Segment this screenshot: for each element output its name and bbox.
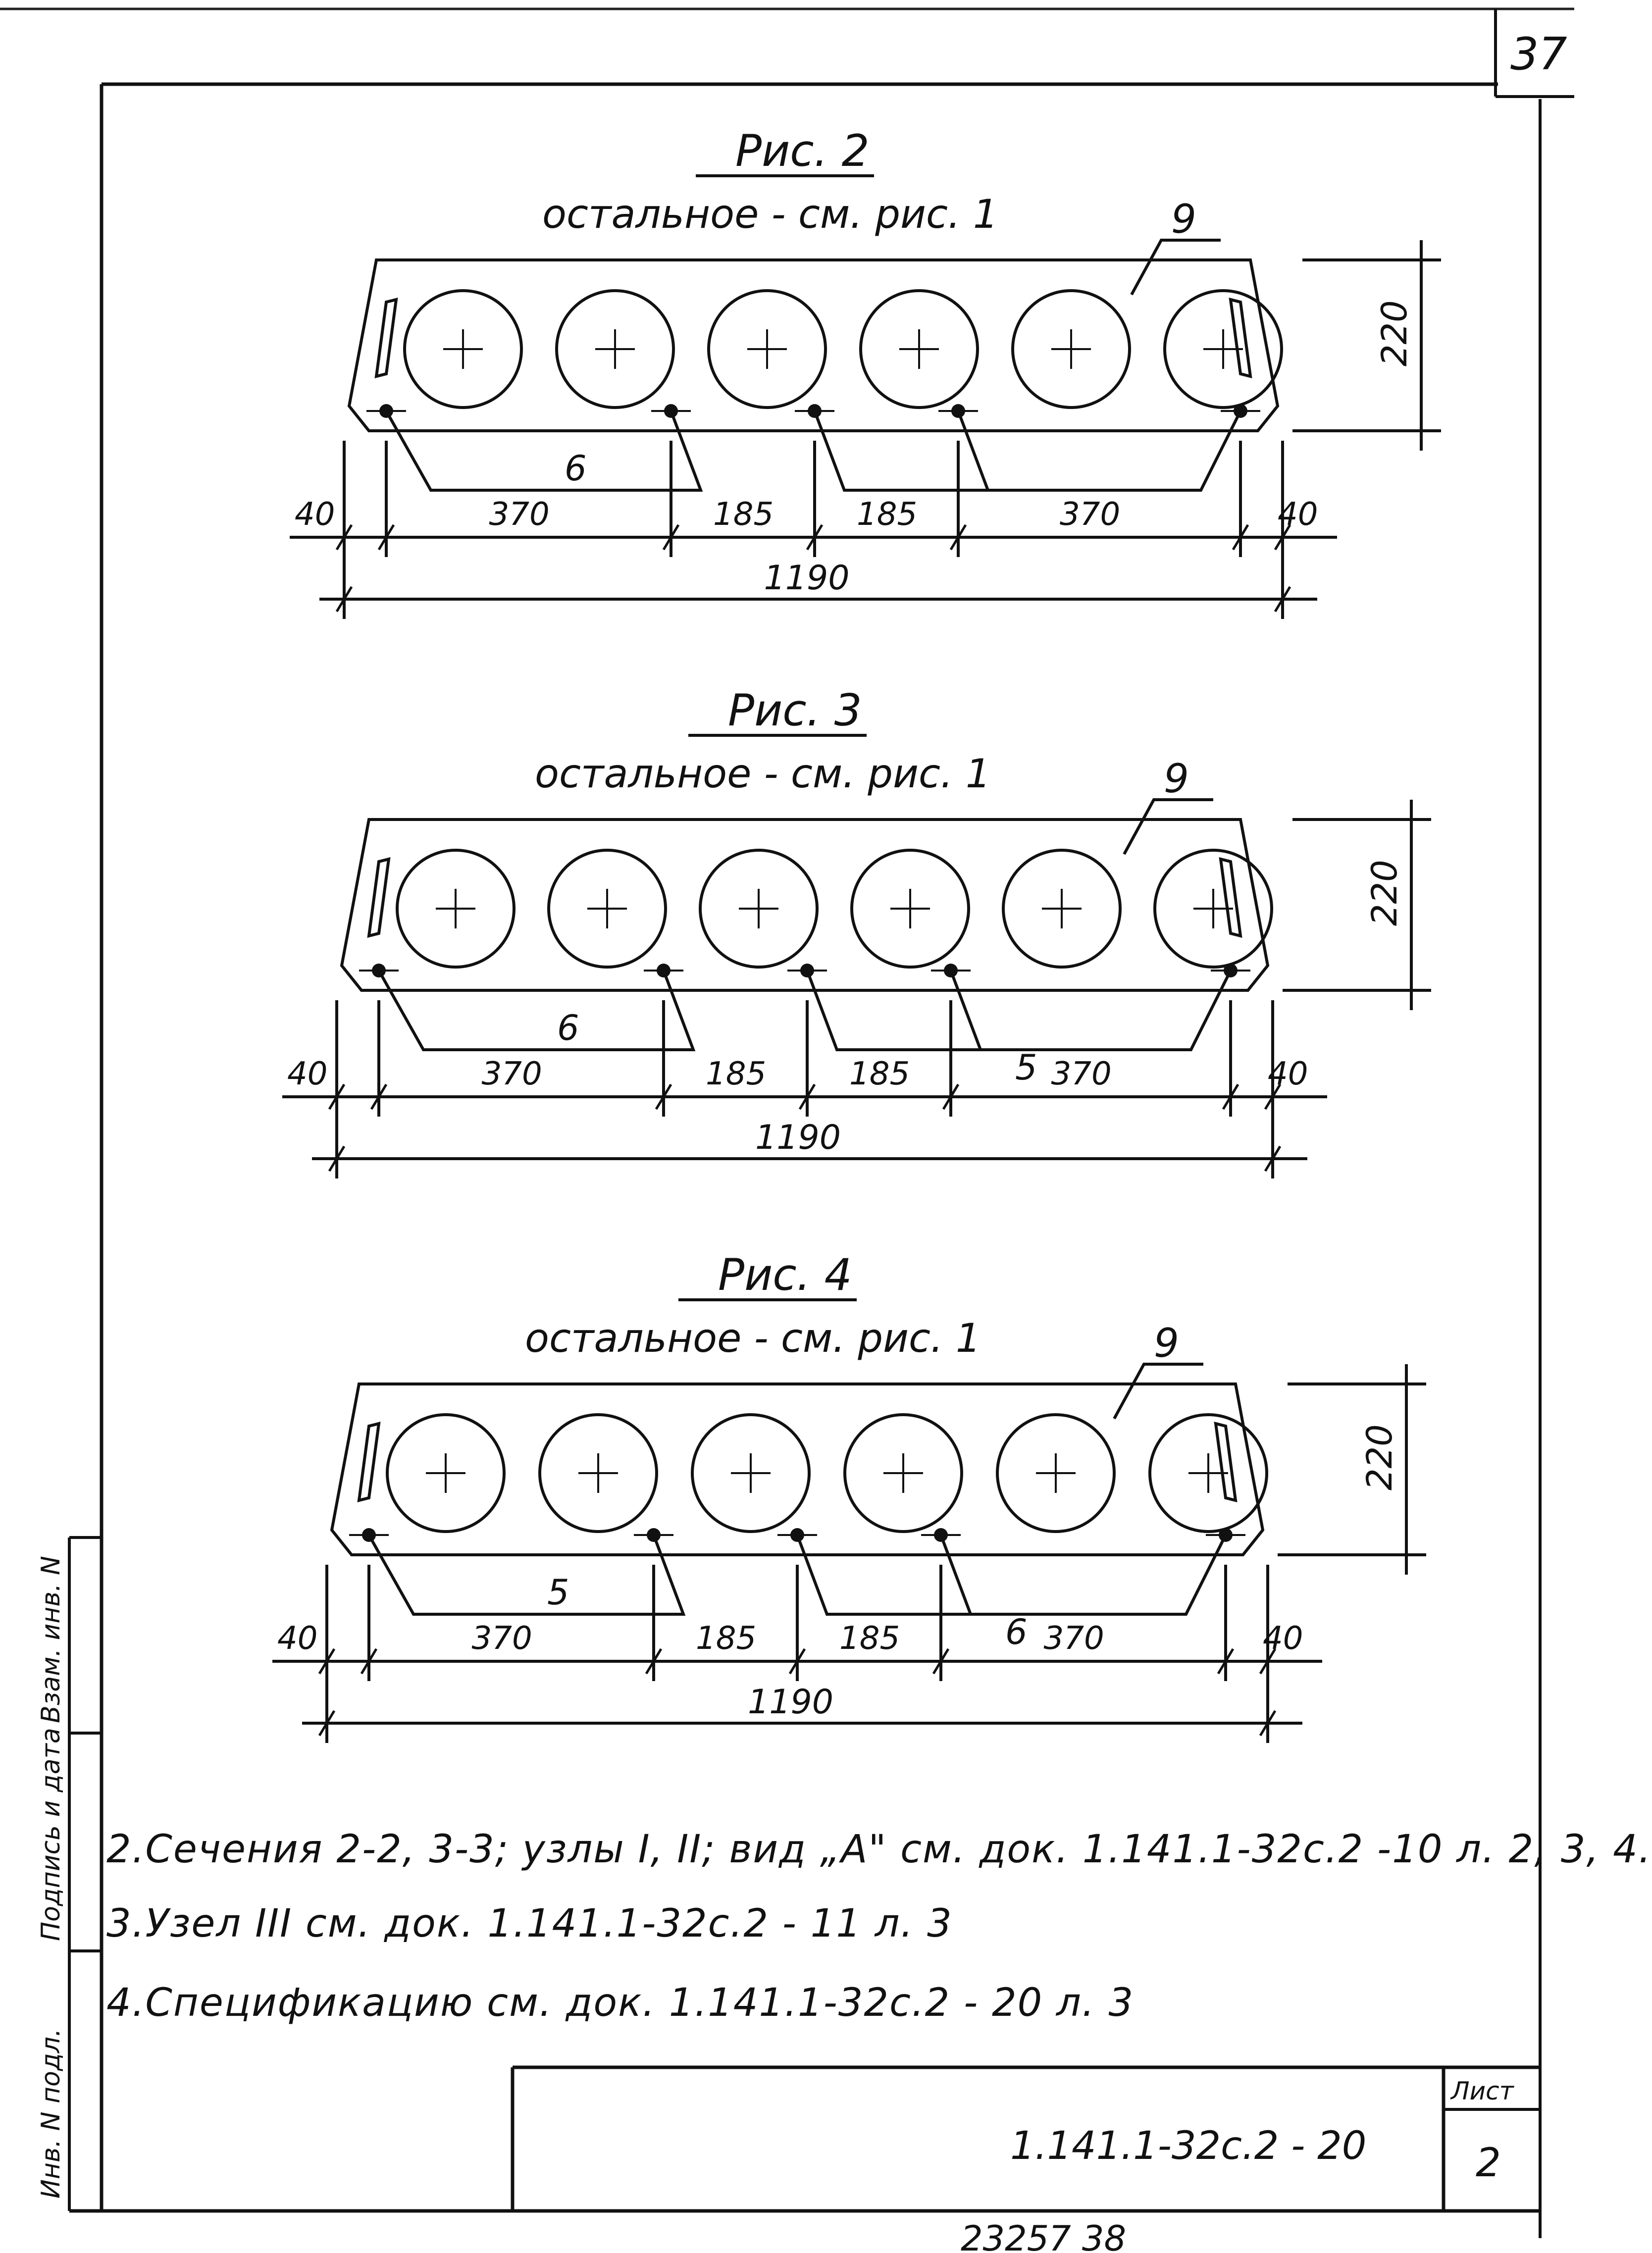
slab-section-outline (347, 258, 1280, 432)
slab-section-outline (340, 818, 1270, 992)
figure-title: Рис. 3 (728, 685, 862, 736)
void-circle (1148, 1413, 1268, 1533)
void-circle (843, 1413, 963, 1533)
dimension-label: 185 (849, 1056, 910, 1092)
void-circle (403, 289, 523, 409)
void-circle (699, 849, 819, 969)
sheet-frame (69, 82, 1542, 2238)
void-circle (1163, 289, 1283, 409)
void-circle (1011, 289, 1131, 409)
void-circle (555, 289, 675, 409)
figure-title: Рис. 2 (735, 125, 870, 176)
callout-left: 5 (547, 1572, 569, 1613)
dimension-label: 40 (295, 496, 335, 533)
figure-3: Рис. 3 остальное - см. рис. 1 6 5 9 220 40 370 1… (282, 685, 1431, 1178)
dimension-label: 185 (696, 1620, 756, 1657)
drawing-sheet: 37 Взам. инв. N Подпись и дата Инв. N по… (0, 7, 1574, 2253)
callout-top: 9 (1171, 196, 1196, 242)
note-2: 2.Сечения 2-2, 3-3; узлы I, II; вид „А" … (106, 1827, 1652, 1872)
height-dimension: 220 (1364, 860, 1405, 926)
callout-left: 6 (565, 448, 587, 489)
archive-numbers: 23257 38 (961, 2218, 1126, 2253)
note-4: 4.Спецификацию см. док. 1.141.1-32с.2 - … (106, 1981, 1135, 2025)
dimension-label: 185 (839, 1620, 900, 1657)
void-circle (547, 849, 667, 969)
callout-right: 6 (1005, 1612, 1028, 1652)
figure-subtitle: остальное - см. рис. 1 (525, 1315, 981, 1361)
corner-number-box: 37 (1494, 9, 1574, 98)
dimension-label: 370 (482, 1056, 542, 1092)
figures-group: Рис. 2 остальное - см. рис. 1 6 9 220 40 370 18… (272, 125, 1441, 1743)
void-circle (1002, 849, 1122, 969)
figure-subtitle: остальное - см. рис. 1 (535, 751, 991, 797)
void-circle (396, 849, 516, 969)
callout-top: 9 (1154, 1320, 1179, 1366)
callout-left: 6 (557, 1008, 579, 1048)
callout-right: 5 (1015, 1047, 1037, 1088)
dimension-label: 185 (713, 496, 774, 533)
note-3: 3.Узел III см. док. 1.141.1-32с.2 - 11 л… (106, 1901, 953, 1946)
stamp-podpis-label: Подпись и дата (36, 1728, 66, 1941)
dimension-label: 370 (1044, 1620, 1104, 1657)
title-block: Лист 2 1.141.1-32с.2 - 20 (511, 2065, 1540, 2211)
figure-subtitle: остальное - см. рис. 1 (542, 191, 998, 237)
dimension-label: 370 (1060, 496, 1120, 533)
dimension-label: 40 (1263, 1620, 1303, 1657)
figure-4: Рис. 4 остальное - см. рис. 1 5 6 9 220 40 370 1… (272, 1249, 1426, 1743)
void-circle (859, 289, 979, 409)
void-circle (850, 849, 970, 969)
dimension-label: 370 (489, 496, 550, 533)
dimension-label: 185 (706, 1056, 766, 1092)
void-circle (1153, 849, 1273, 969)
figure-2: Рис. 2 остальное - см. рис. 1 6 9 220 40 370 18… (290, 125, 1441, 619)
list-number: 2 (1476, 2140, 1501, 2186)
document-code: 1.141.1-32с.2 - 20 (1010, 2124, 1366, 2168)
void-circle (996, 1413, 1116, 1533)
stamp-vzam-label: Взам. инв. N (36, 1556, 66, 1723)
slab-section-outline (330, 1383, 1265, 1556)
total-dimension: 1190 (764, 559, 850, 598)
dimension-label: 40 (277, 1620, 317, 1657)
total-dimension: 1190 (748, 1683, 833, 1722)
void-circle (386, 1413, 506, 1533)
dimension-label: 370 (1051, 1056, 1112, 1092)
corner-number: 37 (1510, 28, 1567, 80)
figure-title: Рис. 4 (718, 1249, 852, 1300)
dimension-label: 185 (857, 496, 917, 533)
list-label: Лист (1450, 2077, 1515, 2105)
dimension-label: 40 (1278, 496, 1318, 533)
dimension-label: 40 (287, 1056, 327, 1092)
void-circle (691, 1413, 811, 1533)
side-stamp: Взам. инв. N Подпись и дата Инв. N подл. (36, 1536, 102, 2211)
stamp-inv-label: Инв. N подл. (36, 2028, 66, 2199)
void-circle (707, 289, 827, 409)
void-circle (538, 1413, 658, 1533)
total-dimension: 1190 (755, 1118, 841, 1157)
dimension-label: 370 (472, 1620, 532, 1657)
dimension-label: 40 (1268, 1056, 1308, 1092)
height-dimension: 220 (1374, 300, 1415, 366)
callout-top: 9 (1164, 756, 1189, 802)
height-dimension: 220 (1359, 1424, 1400, 1490)
